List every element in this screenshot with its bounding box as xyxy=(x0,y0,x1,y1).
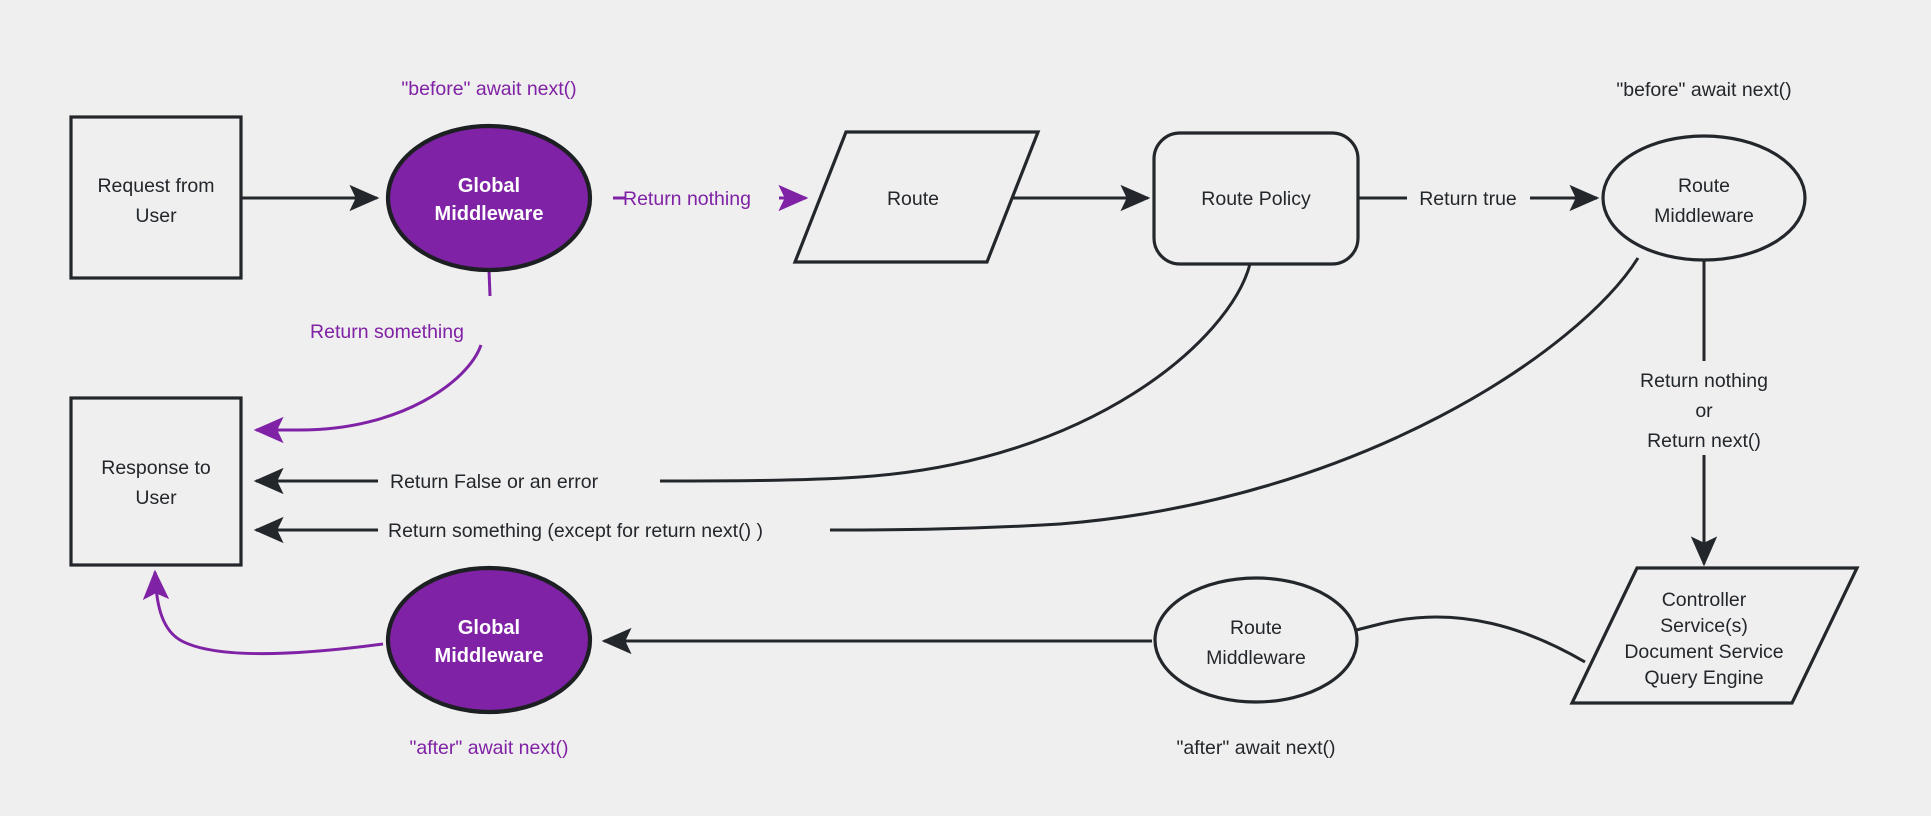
edge-global-middleware-to-route: Return nothing xyxy=(613,184,809,212)
node-global-middleware-before-line1: Global xyxy=(458,175,520,197)
node-route-policy[interactable]: Route Policy xyxy=(1152,131,1360,266)
node-response-to-user-line2: User xyxy=(135,487,177,509)
node-controller-line2: Service(s) xyxy=(1660,615,1748,637)
node-route-middleware-after-line1: Route xyxy=(1230,617,1282,639)
node-request-from-user-line2: User xyxy=(135,205,177,227)
node-route-label: Route xyxy=(887,188,939,210)
node-controller-services[interactable]: Controller Service(s) Document Service Q… xyxy=(1569,566,1860,705)
node-request-from-user[interactable]: Request from User xyxy=(69,115,243,280)
edge-label-return-nothing: Return nothing xyxy=(623,188,751,210)
edge-route-policy-to-response: Return False or an error xyxy=(253,263,1252,495)
phase-label-global-after: "after" await next() xyxy=(409,737,568,759)
phase-label-global-before: "before" await next() xyxy=(401,78,576,100)
edge-global-middleware-after-to-response xyxy=(142,569,384,656)
edge-label-return-next-line: Return next() xyxy=(1647,430,1761,452)
node-route-middleware-after-line2: Middleware xyxy=(1206,647,1306,669)
edge-label-return-something-except: Return something (except for return next… xyxy=(388,520,763,542)
node-controller-line4: Query Engine xyxy=(1644,667,1763,689)
edge-label-or-line: or xyxy=(1695,400,1713,422)
phase-label-route-middleware-after: "after" await next() xyxy=(1176,737,1335,759)
edge-label-return-false-or-error: Return False or an error xyxy=(390,471,599,493)
node-response-to-user[interactable]: Response to User xyxy=(69,396,243,567)
edge-label-return-true: Return true xyxy=(1419,188,1517,210)
node-global-middleware-before-line2: Middleware xyxy=(435,203,544,225)
node-request-from-user-line1: Request from xyxy=(97,175,214,197)
node-route[interactable]: Route xyxy=(792,130,1041,264)
node-route-middleware-before-line1: Route xyxy=(1678,175,1730,197)
node-global-middleware-after-line2: Middleware xyxy=(435,645,544,667)
edge-label-return-something: Return something xyxy=(310,321,464,343)
node-route-middleware-after[interactable]: Route Middleware xyxy=(1153,576,1359,704)
edge-route-policy-to-route-middleware: Return true xyxy=(1358,184,1600,212)
edge-route-middleware-to-controller: Return nothing or Return next() xyxy=(1640,259,1768,567)
edge-label-return-nothing-line: Return nothing xyxy=(1640,370,1768,392)
node-global-middleware-before[interactable]: Global Middleware xyxy=(385,123,593,273)
node-controller-line3: Document Service xyxy=(1624,641,1783,663)
node-global-middleware-after[interactable]: Global Middleware xyxy=(385,565,593,715)
phase-label-route-middleware-before: "before" await next() xyxy=(1616,79,1791,101)
edge-global-middleware-to-response: Return something xyxy=(253,269,492,444)
node-controller-line1: Controller xyxy=(1662,589,1747,611)
node-route-middleware-before[interactable]: Route Middleware xyxy=(1601,134,1807,262)
node-response-to-user-line1: Response to xyxy=(101,457,211,479)
node-route-policy-label: Route Policy xyxy=(1201,188,1311,210)
node-global-middleware-after-line1: Global xyxy=(458,617,520,639)
edge-route-middleware-to-response: Return something (except for return next… xyxy=(253,257,1640,544)
node-route-middleware-before-line2: Middleware xyxy=(1654,205,1754,227)
